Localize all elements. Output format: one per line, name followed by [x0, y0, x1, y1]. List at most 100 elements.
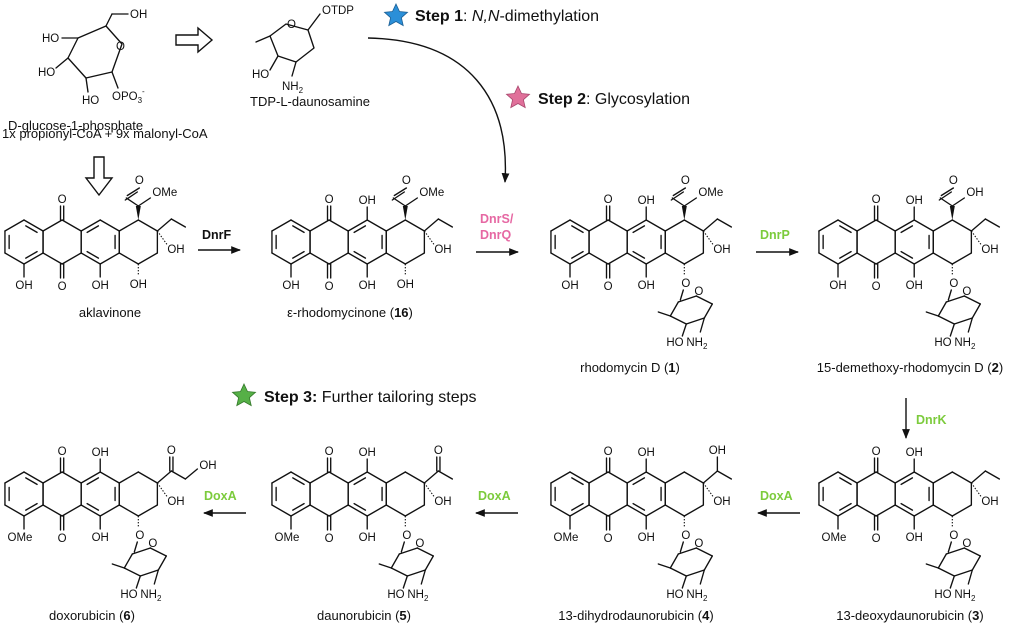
atom-label: O: [681, 278, 690, 290]
atom-label: O: [872, 533, 881, 545]
atom-label: OH: [359, 195, 376, 207]
atom-label: HO: [934, 589, 951, 601]
atom-label: O: [58, 446, 67, 458]
atom-label: O: [681, 530, 690, 542]
atom-label: NH2: [282, 81, 304, 95]
atom-label: OH: [638, 532, 655, 544]
atom-label: OH: [167, 244, 184, 256]
atom-label: OH: [906, 532, 923, 544]
atom-label: OH: [713, 496, 730, 508]
enzyme-dnrP: DnrP: [760, 228, 790, 242]
atom-label: HO: [934, 337, 951, 349]
atom-label: O: [872, 281, 881, 293]
enzyme-dnrS: DnrS/: [480, 212, 514, 226]
svg-text:Step 1: N,N-dimethylation: Step 1: N,N-dimethylation: [415, 8, 599, 25]
hollow-arrow-right: [175, 26, 214, 54]
atom-label: NH2: [686, 589, 708, 603]
atom-label: OH: [434, 244, 451, 256]
atom-label: NH2: [686, 337, 708, 351]
atom-label: OMe: [554, 532, 579, 544]
compound-label-aklavinone: aklavinone: [79, 305, 141, 320]
atom-label: OH: [981, 244, 998, 256]
enzyme-dnrF: DnrF: [202, 228, 232, 242]
atom-label: O: [949, 278, 958, 290]
atom-label: HO: [252, 69, 269, 81]
atom-label: HO: [38, 67, 55, 79]
atom-label: OTDP: [322, 5, 354, 17]
atom-label: OMe: [698, 187, 723, 199]
atom-label: OH: [130, 9, 147, 21]
atom-label: OH: [15, 280, 32, 292]
atom-label: OH: [199, 460, 216, 472]
step-1-label: Step 1: N,N-dimethylation: [383, 3, 599, 27]
atom-label: O: [681, 175, 690, 187]
atom-label: NH2: [140, 589, 162, 603]
blue-star-icon: [383, 3, 409, 27]
atom-label: OH: [638, 195, 655, 207]
atom-label: O: [604, 194, 613, 206]
atom-label: OH: [434, 496, 451, 508]
atom-label: O: [694, 286, 703, 298]
atom-label: OH: [906, 195, 923, 207]
atom-label: O: [167, 445, 176, 457]
atom-label: O: [58, 533, 67, 545]
atom-label: OMe: [152, 187, 177, 199]
atom-label: OMe: [275, 532, 300, 544]
step-3-label: Step 3: Further tailoring steps: [231, 383, 477, 407]
atom-label: OH: [906, 447, 923, 459]
atom-label: O: [325, 281, 334, 293]
tdp-daunosamine-structure: O OTDP HO NH2 TDP-L-daunosamine: [250, 5, 370, 109]
atom-label: O: [58, 194, 67, 206]
atom-label: O: [116, 41, 125, 53]
glucose-phosphate-label: D-glucose-1-phosphate: [8, 118, 143, 133]
atom-label: OH: [397, 279, 414, 291]
hollow-arrow-down: [84, 156, 114, 197]
atom-label: O: [287, 19, 296, 31]
atom-label: HO: [666, 589, 683, 601]
atom-label: OH: [638, 280, 655, 292]
atom-label: OH: [282, 280, 299, 292]
atom-label: NH2: [407, 589, 429, 603]
atom-label: O: [402, 175, 411, 187]
atom-label: OH: [713, 244, 730, 256]
atom-label: HO: [666, 337, 683, 349]
atom-label: O: [962, 538, 971, 550]
compound-label-dihydrodaunorubicin: 13-dihydrodaunorubicin (4): [558, 608, 713, 623]
compound-label-rhodomycinone: ε-rhodomycinone (16): [287, 305, 413, 320]
atom-label: OH: [906, 280, 923, 292]
atom-label: HO: [387, 589, 404, 601]
atom-label: O: [694, 538, 703, 550]
atom-label: OH: [829, 280, 846, 292]
atom-label: O: [604, 533, 613, 545]
enzyme-dnrQ: DnrQ: [480, 228, 512, 242]
curved-arrow-glycosylation: [367, 37, 510, 183]
atom-label: OH: [92, 532, 109, 544]
compound-label-rhodomycin-d: rhodomycin D (1): [580, 360, 680, 375]
svg-text:Step 2: Glycosylation: Step 2: Glycosylation: [538, 91, 690, 108]
atom-label: O: [962, 286, 971, 298]
atom-label: OPO3-: [112, 87, 145, 105]
atom-label: OH: [359, 280, 376, 292]
enzyme-dnrK: DnrK: [916, 413, 947, 427]
atom-label: OH: [709, 445, 726, 457]
green-star-icon: [231, 383, 257, 407]
atom-label: NH2: [954, 589, 976, 603]
atom-label: O: [135, 530, 144, 542]
atom-label: O: [434, 445, 443, 457]
atom-label: OH: [561, 280, 578, 292]
pink-star-icon: [505, 85, 531, 109]
atom-label: O: [949, 175, 958, 187]
atom-label: OH: [981, 496, 998, 508]
compound-label-deoxydaunorubicin: 13-deoxydaunorubicin (3): [836, 608, 983, 623]
enzyme-doxA: DoxA: [760, 489, 793, 503]
atom-label: OH: [92, 447, 109, 459]
atom-label: O: [872, 446, 881, 458]
